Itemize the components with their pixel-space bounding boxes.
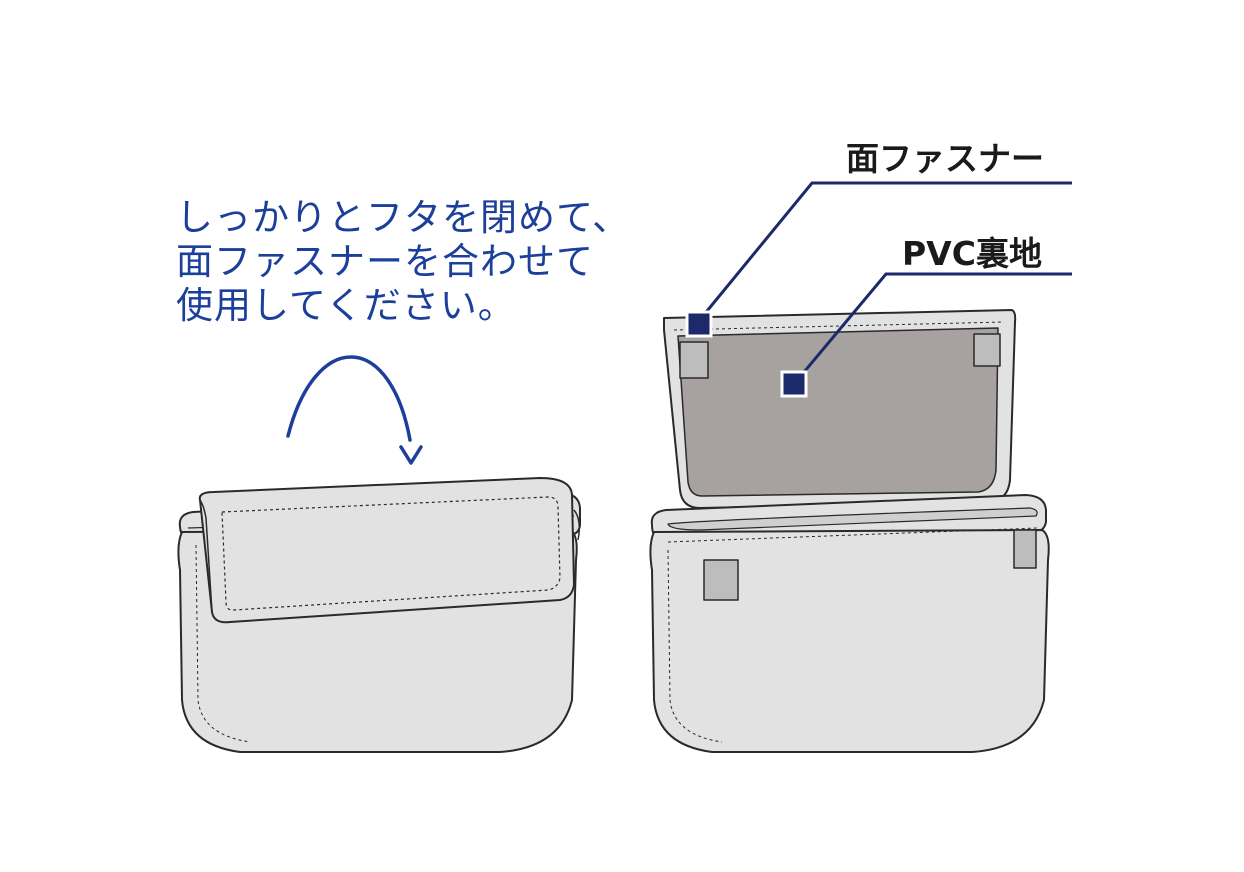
velcro-label: 面ファスナー [846,139,1044,178]
instruction-line-2: 面ファスナーを合わせて [176,240,594,283]
instruction-line-1: しっかりとフタを閉めて、 [176,196,631,239]
velcro-patch [679,341,709,379]
open-bag [649,309,1050,753]
velcro-patch [703,559,739,601]
pvc-leader [780,272,1072,398]
velcro-leader [685,181,1072,338]
curved-arrow-icon [286,355,423,465]
instruction-text: しっかりとフタを閉めて、 面ファスナーを合わせて 使用してください。 [176,196,636,328]
instruction-line-3: 使用してください。 [176,284,516,327]
closed-bag [177,477,581,753]
pvc-label: PVC裏地 [902,234,1042,273]
velcro-patch [973,333,1001,367]
pvc-lining [677,327,999,497]
velcro-patch [1013,529,1037,569]
